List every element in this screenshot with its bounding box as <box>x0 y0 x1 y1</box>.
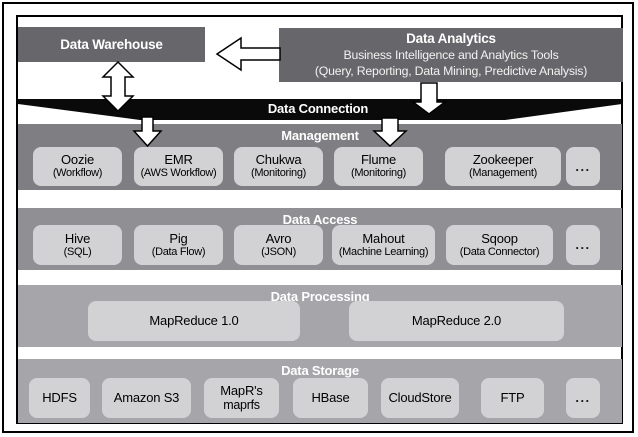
box-cloudstore-title: CloudStore <box>388 390 452 405</box>
box-zookeeper-subtitle: (Management) <box>469 167 537 179</box>
box-chukwa: Chukwa (Monitoring) <box>234 147 323 186</box>
box-maprfs-subtitle: maprfs <box>223 398 260 412</box>
box-emr: EMR (AWS Workflow) <box>134 147 223 186</box>
box-amazon-s3-title: Amazon S3 <box>113 390 180 405</box>
box-maprfs-title: MapR's <box>220 383 263 398</box>
box-ftp: FTP <box>481 378 544 418</box>
box-maprfs: MapR's maprfs <box>204 378 279 418</box>
box-hive-title: Hive <box>64 230 91 246</box>
data-analytics-title: Data Analytics <box>406 31 496 46</box>
data-processing-layer: Data Processing MapReduce 1.0 MapReduce … <box>18 285 622 347</box>
box-flume-title: Flume <box>360 152 397 167</box>
box-management-ellipsis-label: ... <box>575 158 591 174</box>
box-mapreduce-2-title: MapReduce 2.0 <box>411 313 502 328</box>
box-ftp-title: FTP <box>500 390 525 405</box>
data-storage-layer-title: Data Storage <box>281 363 359 378</box>
box-mapreduce-1: MapReduce 1.0 <box>88 301 300 341</box>
outer-frame <box>2 2 634 433</box>
box-storage-ellipsis: ... <box>566 378 600 418</box>
box-pig: Pig (Data Flow) <box>134 225 223 265</box>
box-hive: Hive (SQL) <box>33 225 122 265</box>
data-analytics-subtitle-1: Business Intelligence and Analytics Tool… <box>343 48 559 62</box>
data-access-layer-title: Data Access <box>282 212 358 227</box>
box-avro: Avro (JSON) <box>234 225 323 265</box>
box-hbase-title: HBase <box>311 390 350 405</box>
box-mahout-subtitle: (Machine Learning) <box>338 245 429 258</box>
box-sqoop-subtitle: (Data Connector) <box>459 245 540 258</box>
box-chukwa-title: Chukwa <box>255 152 302 167</box>
management-layer: Management Oozie (Workflow) EMR (AWS Wor… <box>18 124 622 190</box>
box-pig-subtitle: (Data Flow) <box>151 245 206 258</box>
box-flume: Flume (Monitoring) <box>334 147 423 186</box>
box-mapreduce-2: MapReduce 2.0 <box>349 301 564 341</box>
box-oozie-subtitle: (Workflow) <box>52 167 103 179</box>
box-oozie-title: Oozie <box>61 152 94 167</box>
data-access-layer: Data Access Hive (SQL) Pig (Data Flow) A… <box>18 208 622 270</box>
data-connection-label: Data Connection <box>267 101 369 116</box>
box-emr-subtitle: (AWS Workflow) <box>140 167 217 179</box>
box-hdfs: HDFS <box>29 378 90 418</box>
data-processing-layer-title: Data Processing <box>270 289 370 304</box>
box-flume-subtitle: (Monitoring) <box>350 167 407 179</box>
box-zookeeper: Zookeeper (Management) <box>445 147 561 186</box>
box-access-ellipsis: ... <box>566 225 600 265</box>
box-sqoop: Sqoop (Data Connector) <box>446 225 553 265</box>
box-avro-title: Avro <box>265 230 292 246</box>
box-storage-ellipsis-label: ... <box>575 390 591 405</box>
data-analytics-subtitle-2: (Query, Reporting, Data Mining, Predicti… <box>314 64 588 78</box>
box-avro-subtitle: (JSON) <box>261 245 296 258</box>
management-layer-title: Management <box>281 128 359 143</box>
box-oozie: Oozie (Workflow) <box>33 147 122 186</box>
box-mapreduce-1-title: MapReduce 1.0 <box>149 313 239 328</box>
data-warehouse-box: Data Warehouse <box>18 27 205 62</box>
box-mahout-title: Mahout <box>362 230 405 246</box>
box-cloudstore: CloudStore <box>381 378 459 418</box>
box-sqoop-title: Sqoop <box>481 230 518 246</box>
box-management-ellipsis: ... <box>566 147 600 186</box>
box-hbase: HBase <box>293 378 368 418</box>
box-hive-subtitle: (SQL) <box>63 245 92 258</box>
box-zookeeper-title: Zookeeper <box>472 152 534 167</box>
box-amazon-s3: Amazon S3 <box>102 378 191 418</box>
box-access-ellipsis-label: ... <box>575 237 591 252</box>
data-analytics-box: Data Analytics Business Intelligence and… <box>279 28 623 82</box>
box-emr-title: EMR <box>164 152 193 167</box>
box-pig-title: Pig <box>169 230 188 246</box>
data-storage-layer: Data Storage HDFS Amazon S3 MapR's maprf… <box>18 359 622 423</box>
box-mahout: Mahout (Machine Learning) <box>332 225 435 265</box>
box-hdfs-title: HDFS <box>42 390 77 405</box>
box-chukwa-subtitle: (Monitoring) <box>250 167 307 179</box>
